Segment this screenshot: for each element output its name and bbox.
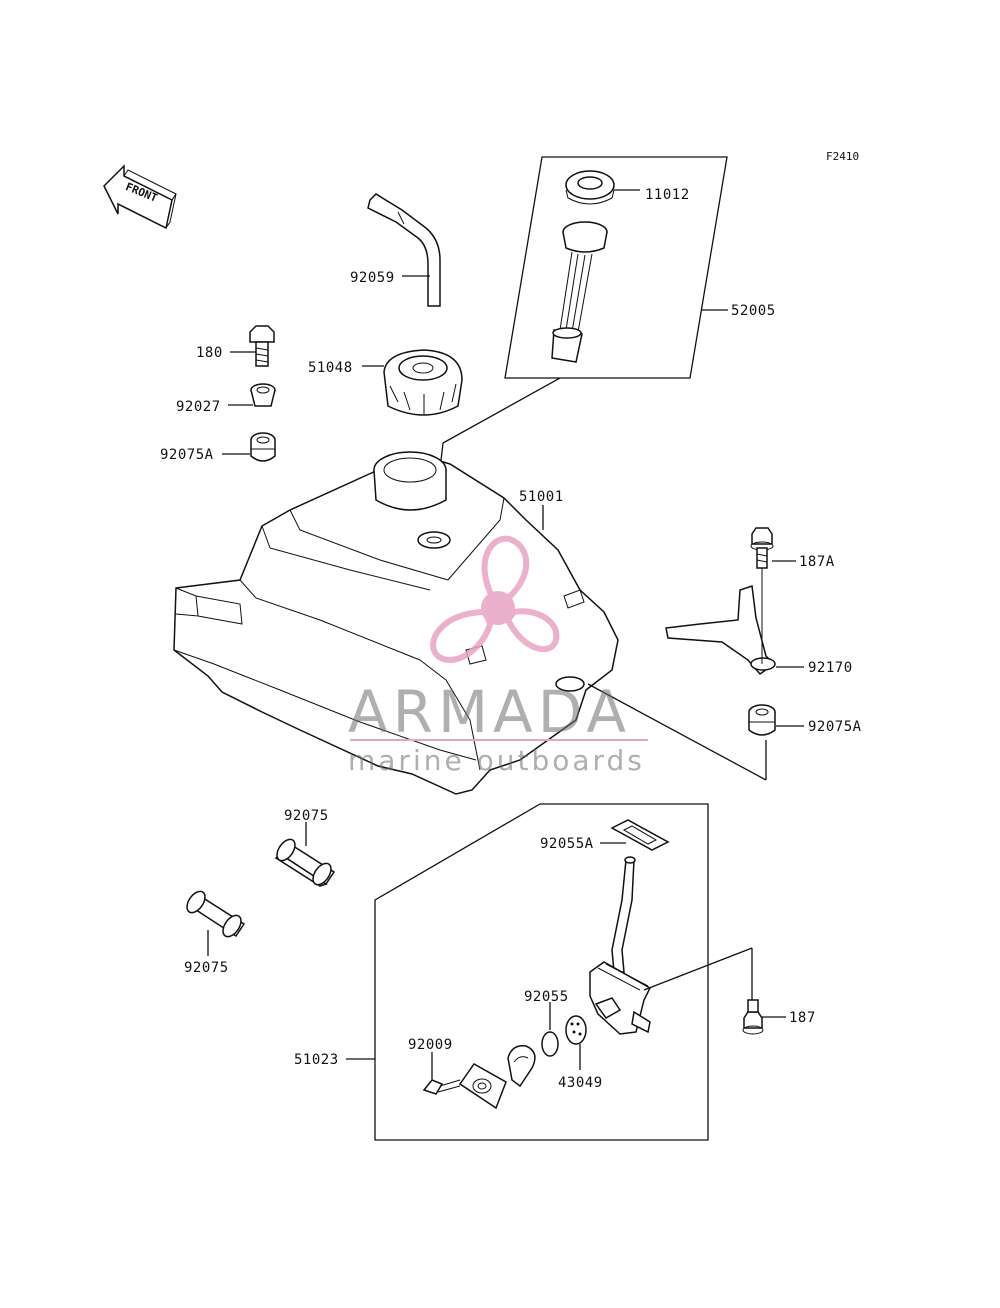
grommet-11012-icon — [565, 170, 615, 205]
damper-92075a-right-icon — [748, 704, 776, 736]
propeller-icon — [430, 535, 560, 663]
bolt-180-icon — [249, 325, 275, 367]
label-92059: 92059 — [350, 270, 395, 286]
watermark-subtitle: marine outboards — [348, 744, 645, 777]
fuel-cap-51048-icon — [383, 349, 463, 416]
lever-icon — [507, 1045, 536, 1088]
label-187a: 187A — [799, 554, 835, 570]
label-92027: 92027 — [176, 399, 221, 415]
label-92170: 92170 — [808, 660, 853, 676]
bolt-187a-icon — [750, 527, 774, 569]
label-51048: 51048 — [308, 360, 353, 376]
label-43049: 43049 — [558, 1075, 603, 1091]
diagram-code: F2410 — [826, 150, 859, 163]
damper-92075a-left-icon — [250, 432, 276, 462]
armada-watermark-logo: ARMADA marine outboards — [348, 535, 648, 777]
front-arrow-icon: FRONT — [103, 164, 177, 230]
watermark-title: ARMADA — [348, 678, 631, 746]
label-187: 187 — [789, 1010, 816, 1026]
sender-unit-box — [504, 156, 728, 379]
label-92075-top: 92075 — [284, 808, 329, 824]
screw-92009-icon — [422, 1079, 461, 1095]
fuel-cock-box — [374, 803, 709, 1141]
hose-92075-top-icon — [274, 838, 336, 887]
label-180: 180 — [196, 345, 223, 361]
fuel-cock-icon — [589, 856, 651, 1035]
plate-43049-icon — [565, 1015, 587, 1045]
label-51023: 51023 — [294, 1052, 339, 1068]
hose-92075-bottom-icon — [186, 890, 246, 938]
label-92075-bottom: 92075 — [184, 960, 229, 976]
label-11012: 11012 — [645, 187, 690, 203]
label-52005: 52005 — [731, 303, 776, 319]
label-92009: 92009 — [408, 1037, 453, 1053]
label-92075a-right: 92075A — [808, 719, 862, 735]
o-ring-92055-icon — [541, 1031, 559, 1057]
cover-plate-icon — [458, 1063, 507, 1110]
fuel-sender-52005-icon — [551, 221, 608, 363]
label-51001: 51001 — [519, 489, 564, 505]
collar-92027-icon — [250, 383, 276, 407]
label-92055: 92055 — [524, 989, 569, 1005]
label-92075a-left: 92075A — [160, 447, 214, 463]
gasket-92055a-icon — [610, 819, 670, 851]
clamp-92170-icon — [665, 568, 776, 676]
label-92055a: 92055A — [540, 836, 594, 852]
bolt-187-icon — [742, 999, 764, 1035]
breather-hose-92059-icon — [367, 193, 441, 307]
